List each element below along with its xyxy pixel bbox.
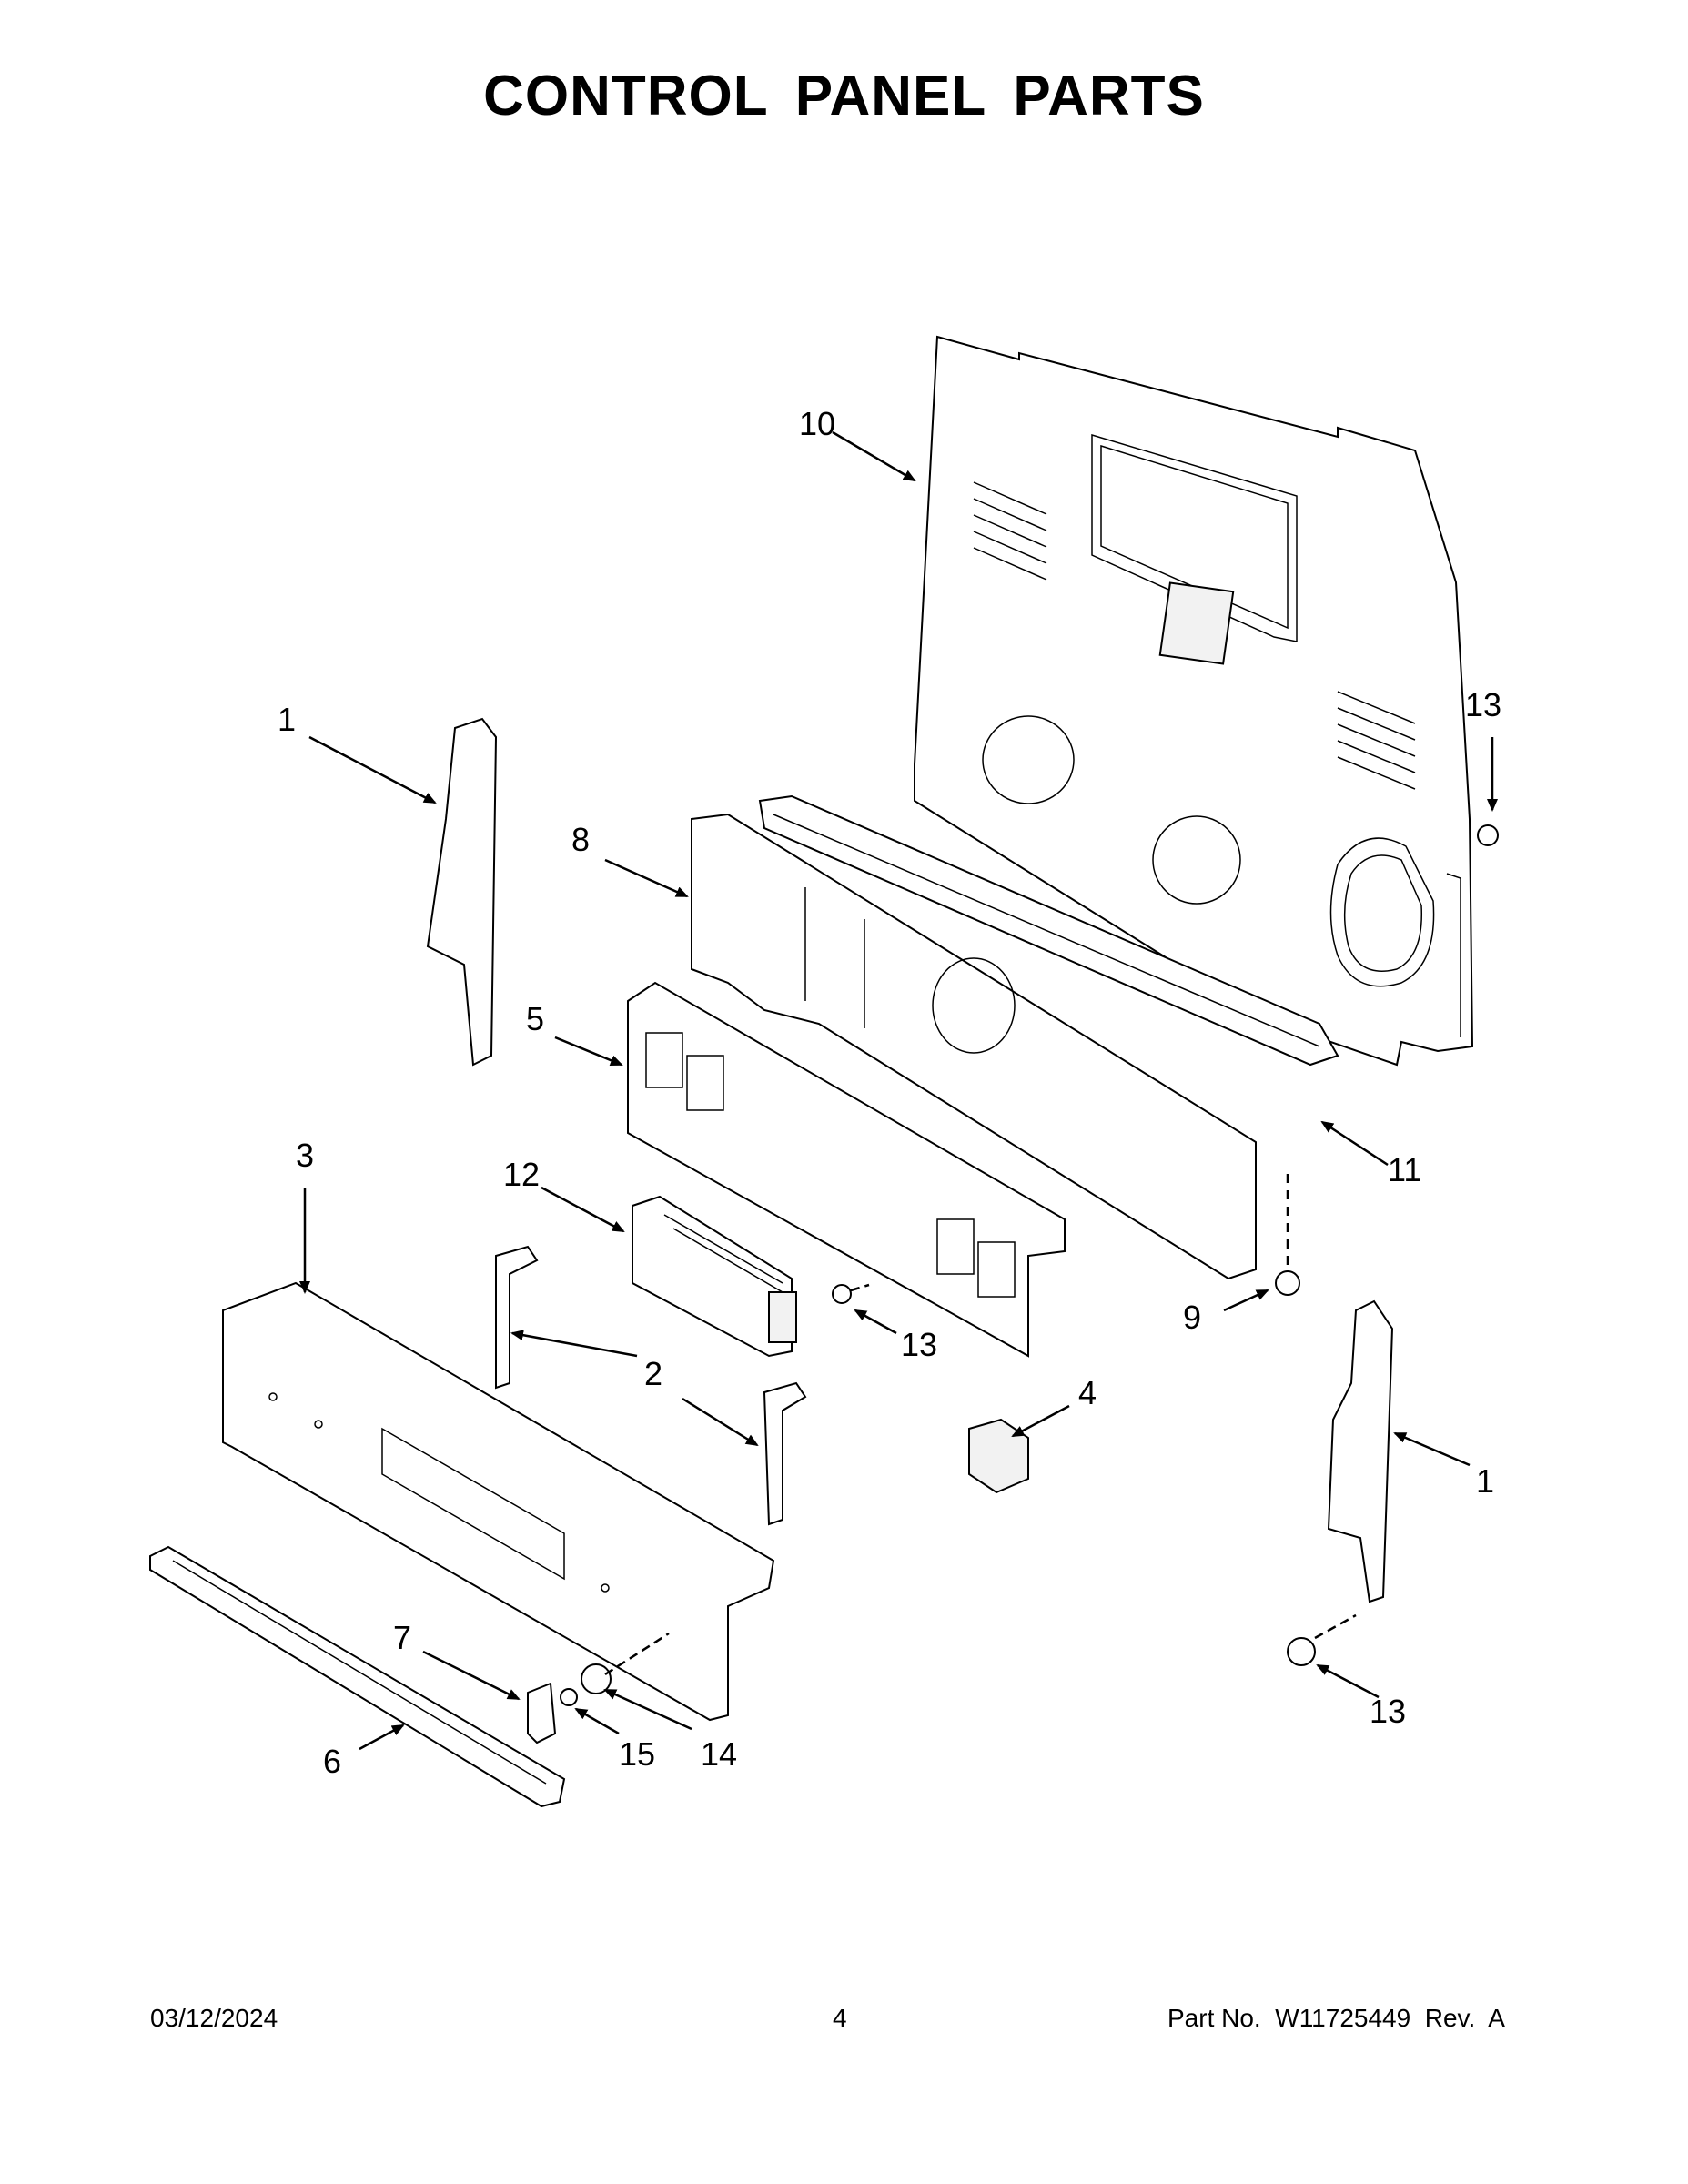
callout-9: 9 — [1183, 1299, 1201, 1336]
callout-3: 3 — [296, 1137, 314, 1174]
callout-7: 7 — [393, 1619, 411, 1656]
part-3-control-panel — [222, 1281, 775, 1722]
callout-8: 8 — [571, 821, 590, 858]
callout-5: 5 — [526, 1000, 544, 1037]
callout-13-bottom: 13 — [1370, 1693, 1406, 1730]
callout-11: 11 — [1388, 1151, 1421, 1188]
callout-15: 15 — [619, 1735, 655, 1773]
part-6-trim-bar — [149, 1545, 566, 1808]
parts-7-14-15-knob-assembly — [527, 1632, 670, 1744]
callout-1-right: 1 — [1476, 1462, 1494, 1500]
callout-1-left: 1 — [278, 701, 296, 738]
callout-14: 14 — [701, 1735, 737, 1773]
part-5-housing — [627, 981, 1066, 1358]
footer-page-number: 4 — [833, 2004, 847, 2032]
footer-part-number: Part No. W11725449 Rev. A — [1167, 2004, 1505, 2032]
screw-parts — [832, 824, 1499, 1666]
part-8-bracket — [691, 813, 1257, 1280]
callout-13-middle: 13 — [901, 1326, 937, 1363]
callout-13-top: 13 — [1465, 686, 1501, 723]
part-11-trim-strip — [758, 794, 1339, 1067]
callout-12: 12 — [503, 1156, 540, 1193]
callout-2: 2 — [644, 1355, 662, 1392]
part-10-control-panel-shield — [914, 335, 1474, 1067]
page-title: CONTROL PANEL PARTS — [483, 65, 1205, 127]
part-12-control-board — [632, 1195, 797, 1358]
callout-10: 10 — [799, 405, 835, 442]
footer-date: 03/12/2024 — [150, 2004, 278, 2032]
part-1-side-brackets — [426, 717, 1394, 1603]
leader-arrows — [299, 430, 1498, 1751]
callout-4: 4 — [1078, 1374, 1097, 1411]
callout-6: 6 — [323, 1743, 341, 1780]
part-2-brackets — [495, 1245, 807, 1526]
part-4-switch — [968, 1418, 1029, 1494]
